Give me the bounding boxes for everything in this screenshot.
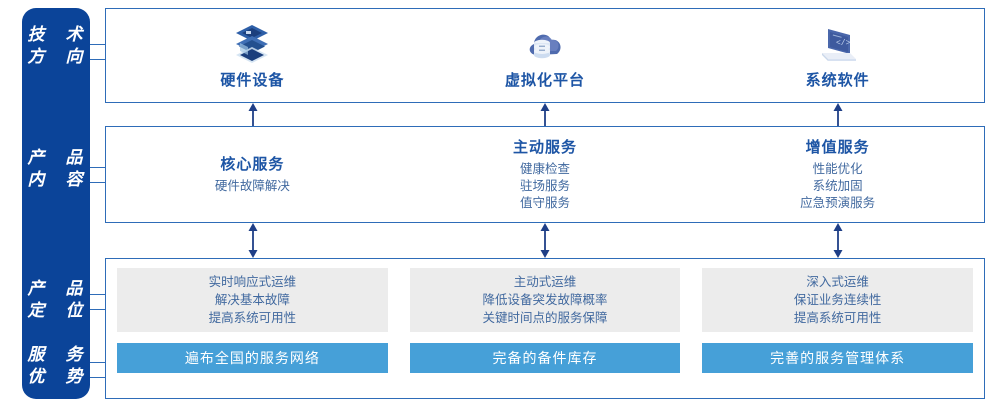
connector-stub-positioning-bottom — [90, 309, 106, 310]
tech-item-virtualization[interactable]: 虚拟化平台 — [399, 9, 692, 102]
connector-stub-product-top — [90, 167, 106, 168]
connector-stub-advantage-top — [90, 362, 106, 363]
arrow-bidirectional-center — [540, 223, 550, 258]
positioning-and-advantage-panel: 实时响应式运维 解决基本故障 提高系统可用性 遍布全国的服务网络 主动式运维 降… — [105, 258, 985, 399]
tech-item-hardware[interactable]: 硬件设备 — [106, 9, 399, 102]
rail-label-product-content: 产 品 内 容 — [27, 148, 85, 189]
arrow-up-hardware — [248, 103, 258, 126]
advantage-bar-spare-parts-inventory[interactable]: 完备的备件库存 — [409, 343, 681, 373]
product-list-value-added-service: 性能优化 系统加固 应急预演服务 — [800, 162, 876, 210]
rail-label-service-advantage: 服 务 优 势 — [27, 345, 85, 386]
advantage-bar-nationwide-network[interactable]: 遍布全国的服务网络 — [117, 343, 388, 373]
arrow-up-virtualization — [540, 103, 550, 126]
product-content-panel: 核心服务 硬件故障解决 主动服务 健康检查 驻场服务 值守服务 增值服务 性能优… — [105, 126, 985, 223]
product-title-value-added-service: 增值服务 — [805, 139, 870, 156]
positioning-card-realtime: 实时响应式运维 解决基本故障 提高系统可用性 — [117, 268, 388, 332]
tech-title-hardware: 硬件设备 — [220, 71, 285, 89]
bottom-column-deep: 深入式运维 保证业务连续性 提高系统可用性 完善的服务管理体系 — [691, 259, 984, 398]
svg-text:</>: </> — [836, 39, 851, 48]
tech-title-virtualization: 虚拟化平台 — [505, 71, 586, 89]
cloud-database-icon — [529, 34, 561, 58]
product-item-proactive-service[interactable]: 主动服务 健康检查 驻场服务 值守服务 — [399, 127, 692, 222]
product-title-proactive-service: 主动服务 — [513, 139, 578, 156]
rail-label-product-positioning: 产 品 定 位 — [27, 279, 85, 320]
bottom-column-realtime: 实时响应式运维 解决基本故障 提高系统可用性 遍布全国的服务网络 — [106, 259, 399, 398]
left-category-rail — [22, 8, 90, 399]
connector-stub-tech-bottom — [90, 59, 106, 60]
connector-stub-product-bottom — [90, 182, 106, 183]
product-list-core-service: 硬件故障解决 — [214, 179, 290, 193]
arrow-up-system-software — [833, 103, 843, 126]
positioning-card-proactive: 主动式运维 降低设备突发故障概率 关键时间点的服务保障 — [409, 268, 681, 332]
positioning-card-deep: 深入式运维 保证业务连续性 提高系统可用性 — [702, 268, 974, 332]
connector-stub-positioning-top — [90, 294, 106, 295]
advantage-bar-service-management-system[interactable]: 完善的服务管理体系 — [702, 343, 974, 373]
product-title-core-service: 核心服务 — [220, 156, 285, 173]
tech-item-system-software[interactable]: </> 系统软件 — [691, 9, 984, 102]
product-list-proactive-service: 健康检查 驻场服务 值守服务 — [520, 162, 571, 210]
server-stack-icon — [236, 24, 269, 63]
technology-direction-panel: 硬件设备 虚拟化平台 — [105, 8, 985, 103]
rail-label-tech-direction: 技 术 方 向 — [27, 25, 85, 66]
laptop-code-icon: </> — [821, 28, 856, 61]
bottom-column-proactive: 主动式运维 降低设备突发故障概率 关键时间点的服务保障 完备的备件库存 — [399, 259, 692, 398]
connector-stub-tech-top — [90, 44, 106, 45]
product-item-core-service[interactable]: 核心服务 硬件故障解决 — [106, 127, 399, 222]
connector-stub-advantage-bottom — [90, 377, 106, 378]
arrow-bidirectional-right — [833, 223, 843, 258]
tech-title-system-software: 系统软件 — [805, 71, 870, 89]
product-item-value-added-service[interactable]: 增值服务 性能优化 系统加固 应急预演服务 — [691, 127, 984, 222]
arrow-bidirectional-left — [248, 223, 258, 258]
